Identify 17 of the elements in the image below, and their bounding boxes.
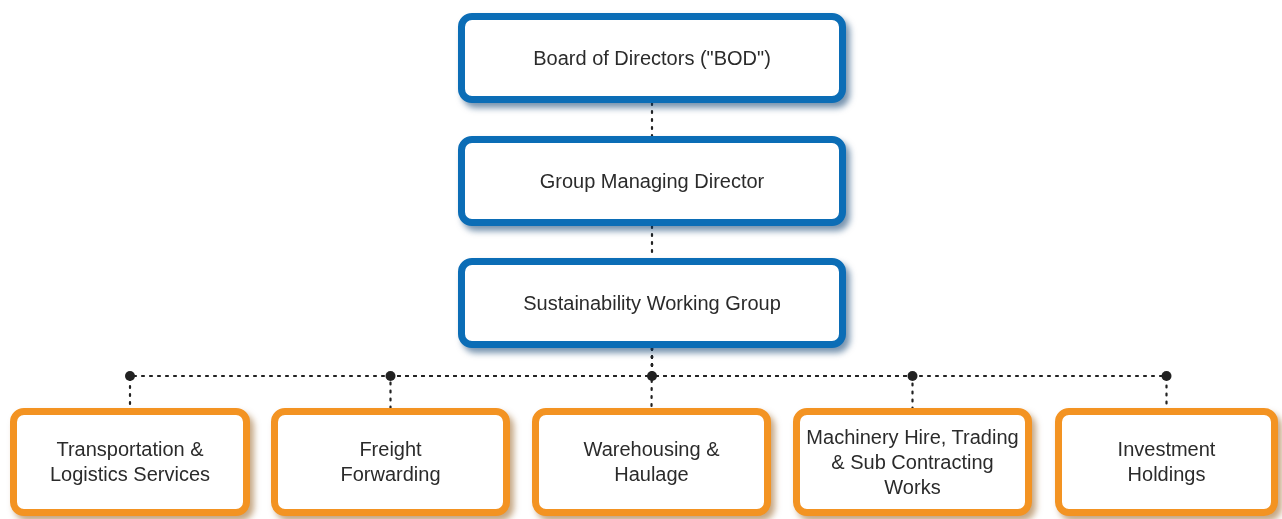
box-label: Sustainability Working Group: [523, 290, 781, 316]
business-unit-box: [271, 408, 510, 516]
box-label: Investment Holdings: [1116, 437, 1217, 487]
business-unit-box: [10, 408, 250, 516]
business-unit-box: [532, 408, 771, 516]
box-label: Group Managing Director: [539, 168, 765, 194]
box-label: Transportation & Logistics Services: [48, 437, 212, 487]
box-label: Freight Forwarding: [339, 437, 442, 487]
dotted-connector: [650, 101, 654, 138]
box-label: Machinery Hire, Trading & Sub Contracting Works: [805, 424, 1020, 500]
governance-box: [458, 136, 846, 226]
governance-box: [458, 13, 846, 103]
business-unit-box: [793, 408, 1032, 516]
business-unit-box: [1055, 408, 1278, 516]
box-label: Board of Directors ("BOD"): [533, 45, 771, 71]
governance-box: [458, 258, 846, 348]
box-label: Warehousing & Haulage: [582, 437, 721, 487]
